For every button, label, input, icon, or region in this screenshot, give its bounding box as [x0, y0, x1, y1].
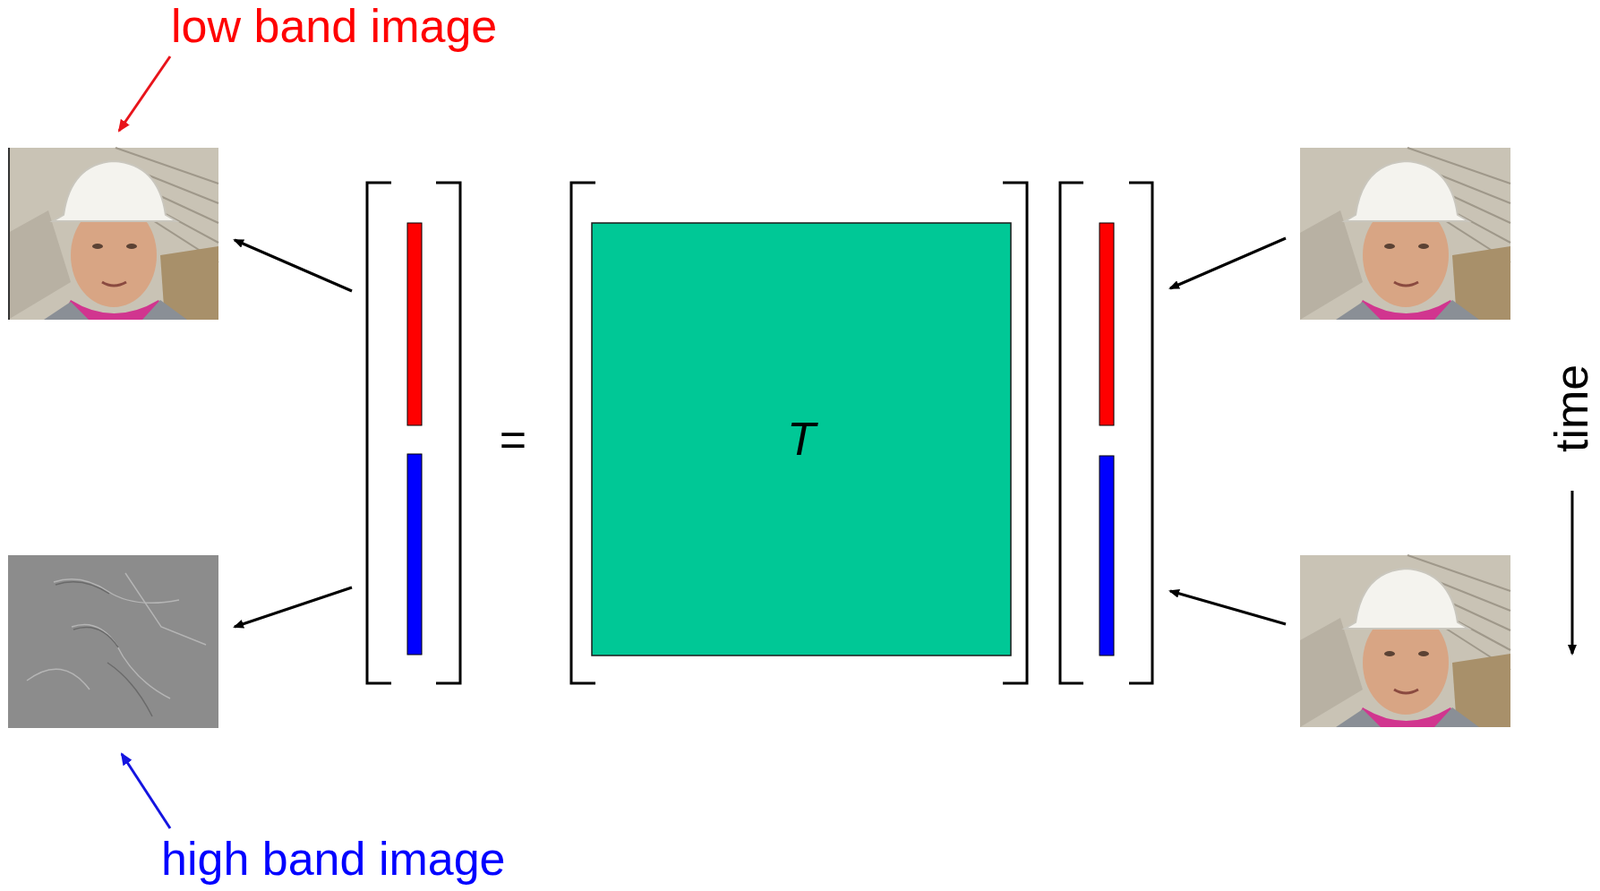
axis-label: time [1545, 364, 1600, 453]
matrix-label: T [787, 412, 816, 467]
low-band-photo [8, 147, 219, 320]
frame-one-bar [1099, 222, 1114, 426]
equals-sign: = [499, 413, 527, 468]
frame-two-bar [1099, 455, 1114, 656]
transform-matrix [591, 222, 1011, 656]
high-band-photo [8, 555, 219, 728]
low-band-bar [407, 222, 422, 426]
high-band-bar [407, 453, 422, 655]
frame-one-photo [1300, 147, 1511, 320]
matrix-box: T [591, 222, 1011, 656]
frame-two-photo [1300, 555, 1511, 728]
callout-label: low band image [171, 0, 497, 54]
callout-label: high band image [161, 832, 506, 887]
